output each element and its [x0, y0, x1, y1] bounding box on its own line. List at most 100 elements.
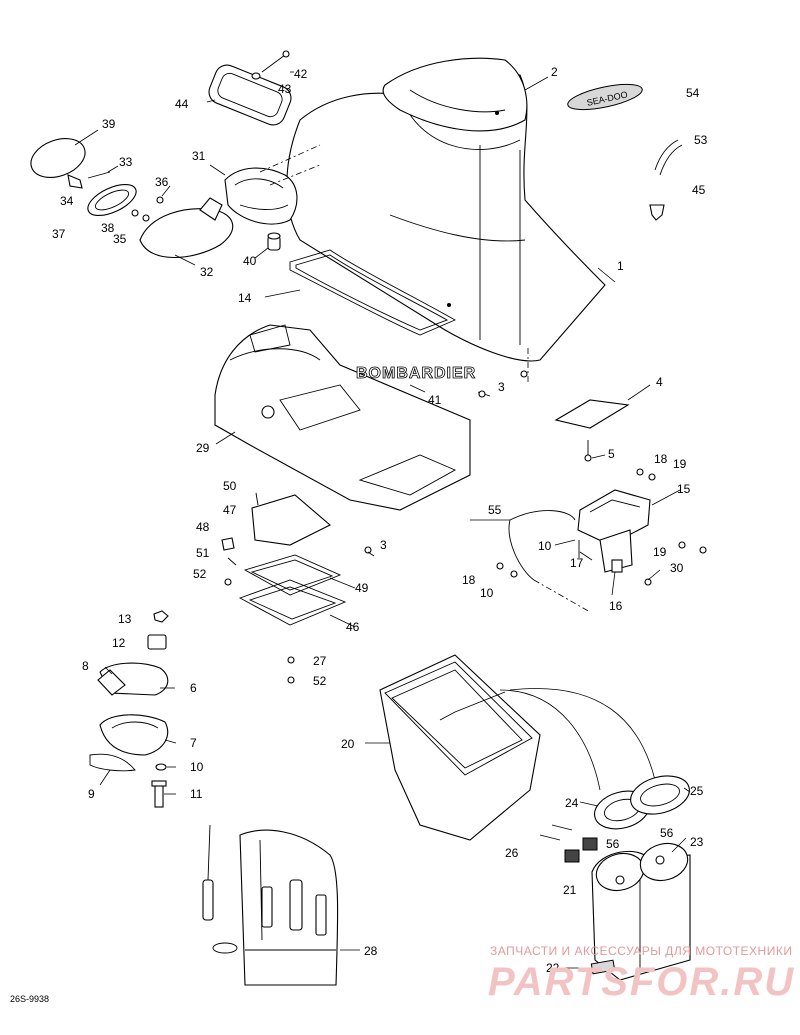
mirror-stem-part-34	[67, 174, 83, 189]
label-41: 41	[428, 393, 442, 407]
label-37: 37	[52, 227, 66, 241]
label-20: 20	[341, 737, 355, 751]
label-10-b: 10	[480, 586, 494, 600]
label-21: 21	[563, 883, 577, 897]
label-34: 34	[60, 194, 74, 208]
washer-part-52-lower	[287, 676, 295, 684]
storage-bucket-part-20	[379, 654, 541, 841]
label-15: 15	[677, 482, 691, 496]
label-18-a: 18	[654, 452, 668, 466]
screwdriver	[202, 824, 214, 921]
grab-handle-part-31	[224, 144, 321, 225]
frame-part-46	[238, 579, 347, 626]
label-9: 9	[88, 787, 95, 801]
screw-part-3-lower	[364, 546, 375, 557]
seat-gasket-part-14	[289, 249, 457, 336]
label-24: 24	[565, 796, 579, 810]
screw-part-51	[227, 557, 237, 566]
screw-part-33	[87, 171, 111, 179]
bracket-part-16	[599, 529, 633, 573]
mirror-base-part-37	[87, 183, 137, 217]
bumper-part-40	[267, 232, 281, 251]
label-27: 27	[313, 654, 327, 668]
nut-part-13	[153, 610, 169, 623]
lid-part-25	[630, 775, 690, 815]
clip-part-48	[221, 537, 235, 551]
mirror-part-39	[30, 138, 86, 178]
label-43: 43	[278, 82, 292, 96]
label-10-a: 10	[538, 539, 552, 553]
label-7: 7	[190, 736, 197, 750]
latch-part-8	[97, 669, 126, 696]
label-47: 47	[223, 503, 237, 517]
screw-part-42	[261, 50, 290, 73]
label-19-b: 19	[653, 545, 667, 559]
label-22: 22	[546, 961, 560, 975]
washer-part-52-upper	[224, 578, 232, 586]
label-28: 28	[364, 944, 378, 958]
label-3-upper: 3	[498, 380, 505, 394]
label-46: 46	[346, 620, 360, 634]
watermark-line-1: ЗАПЧАСТИ И АКСЕССУАРЫ ДЛЯ МОТОТЕХНИКИ	[490, 944, 792, 958]
label-18-b: 18	[462, 573, 476, 587]
label-31: 31	[192, 149, 206, 163]
clips-part-21	[564, 837, 598, 863]
label-51: 51	[196, 546, 210, 560]
label-32: 32	[200, 265, 214, 279]
bracket-part-4	[554, 399, 630, 429]
label-19-a: 19	[673, 457, 687, 471]
label-50: 50	[223, 479, 237, 493]
label-5: 5	[608, 447, 615, 461]
label-36: 36	[155, 175, 169, 189]
cable-part-55	[508, 510, 576, 581]
label-17: 17	[570, 556, 584, 570]
screw-part-50	[255, 492, 259, 506]
container-part-23	[591, 842, 691, 981]
label-39: 39	[102, 117, 116, 131]
strap-part-53	[654, 139, 683, 176]
spacer-part-27	[287, 656, 295, 664]
cover-part-32	[139, 197, 234, 258]
label-23: 23	[690, 835, 704, 849]
leader-lines	[74, 71, 691, 969]
frame-part-49	[243, 554, 342, 596]
nut-part-35	[142, 214, 150, 222]
hardware-18-19-10-30	[496, 468, 707, 586]
rivet-part-26	[539, 824, 573, 841]
screw-part-5	[584, 440, 592, 462]
label-26: 26	[505, 846, 519, 860]
watermark-line-2: PARTSFOR.RU	[488, 960, 795, 1004]
label-10-c: 10	[190, 760, 204, 774]
label-42: 42	[294, 67, 308, 81]
label-part-22	[590, 959, 616, 975]
label-2: 2	[551, 65, 558, 79]
sea-doo-emblem-part-54: SEA-DOO	[567, 83, 643, 111]
label-3-lower: 3	[380, 538, 387, 552]
decal-part-41: BOMBARDIER	[356, 365, 476, 383]
seat-cover-part-2	[382, 57, 528, 132]
bombardier-decal-text: BOMBARDIER	[356, 365, 476, 382]
latch-base-part-7	[99, 714, 169, 756]
label-29: 29	[196, 441, 210, 455]
label-13: 13	[118, 612, 132, 626]
washer-part-10-left	[155, 763, 167, 771]
label-55: 55	[488, 503, 502, 517]
label-6: 6	[190, 681, 197, 695]
spring-part-9	[89, 753, 136, 772]
storage-tray-part-29	[214, 324, 471, 511]
drawing-code: 26S-9938	[10, 994, 49, 1004]
label-4: 4	[656, 375, 663, 389]
label-8: 8	[82, 659, 89, 673]
bolt-part-11	[151, 780, 167, 808]
label-16: 16	[609, 599, 623, 613]
label-38: 38	[101, 221, 115, 235]
label-25: 25	[690, 784, 704, 798]
label-53: 53	[694, 133, 708, 147]
nut-part-38	[131, 209, 139, 217]
label-48: 48	[196, 520, 210, 534]
washer-part-43	[251, 72, 261, 80]
label-54: 54	[686, 86, 700, 100]
label-40: 40	[243, 254, 257, 268]
clip-part-45	[649, 204, 665, 221]
